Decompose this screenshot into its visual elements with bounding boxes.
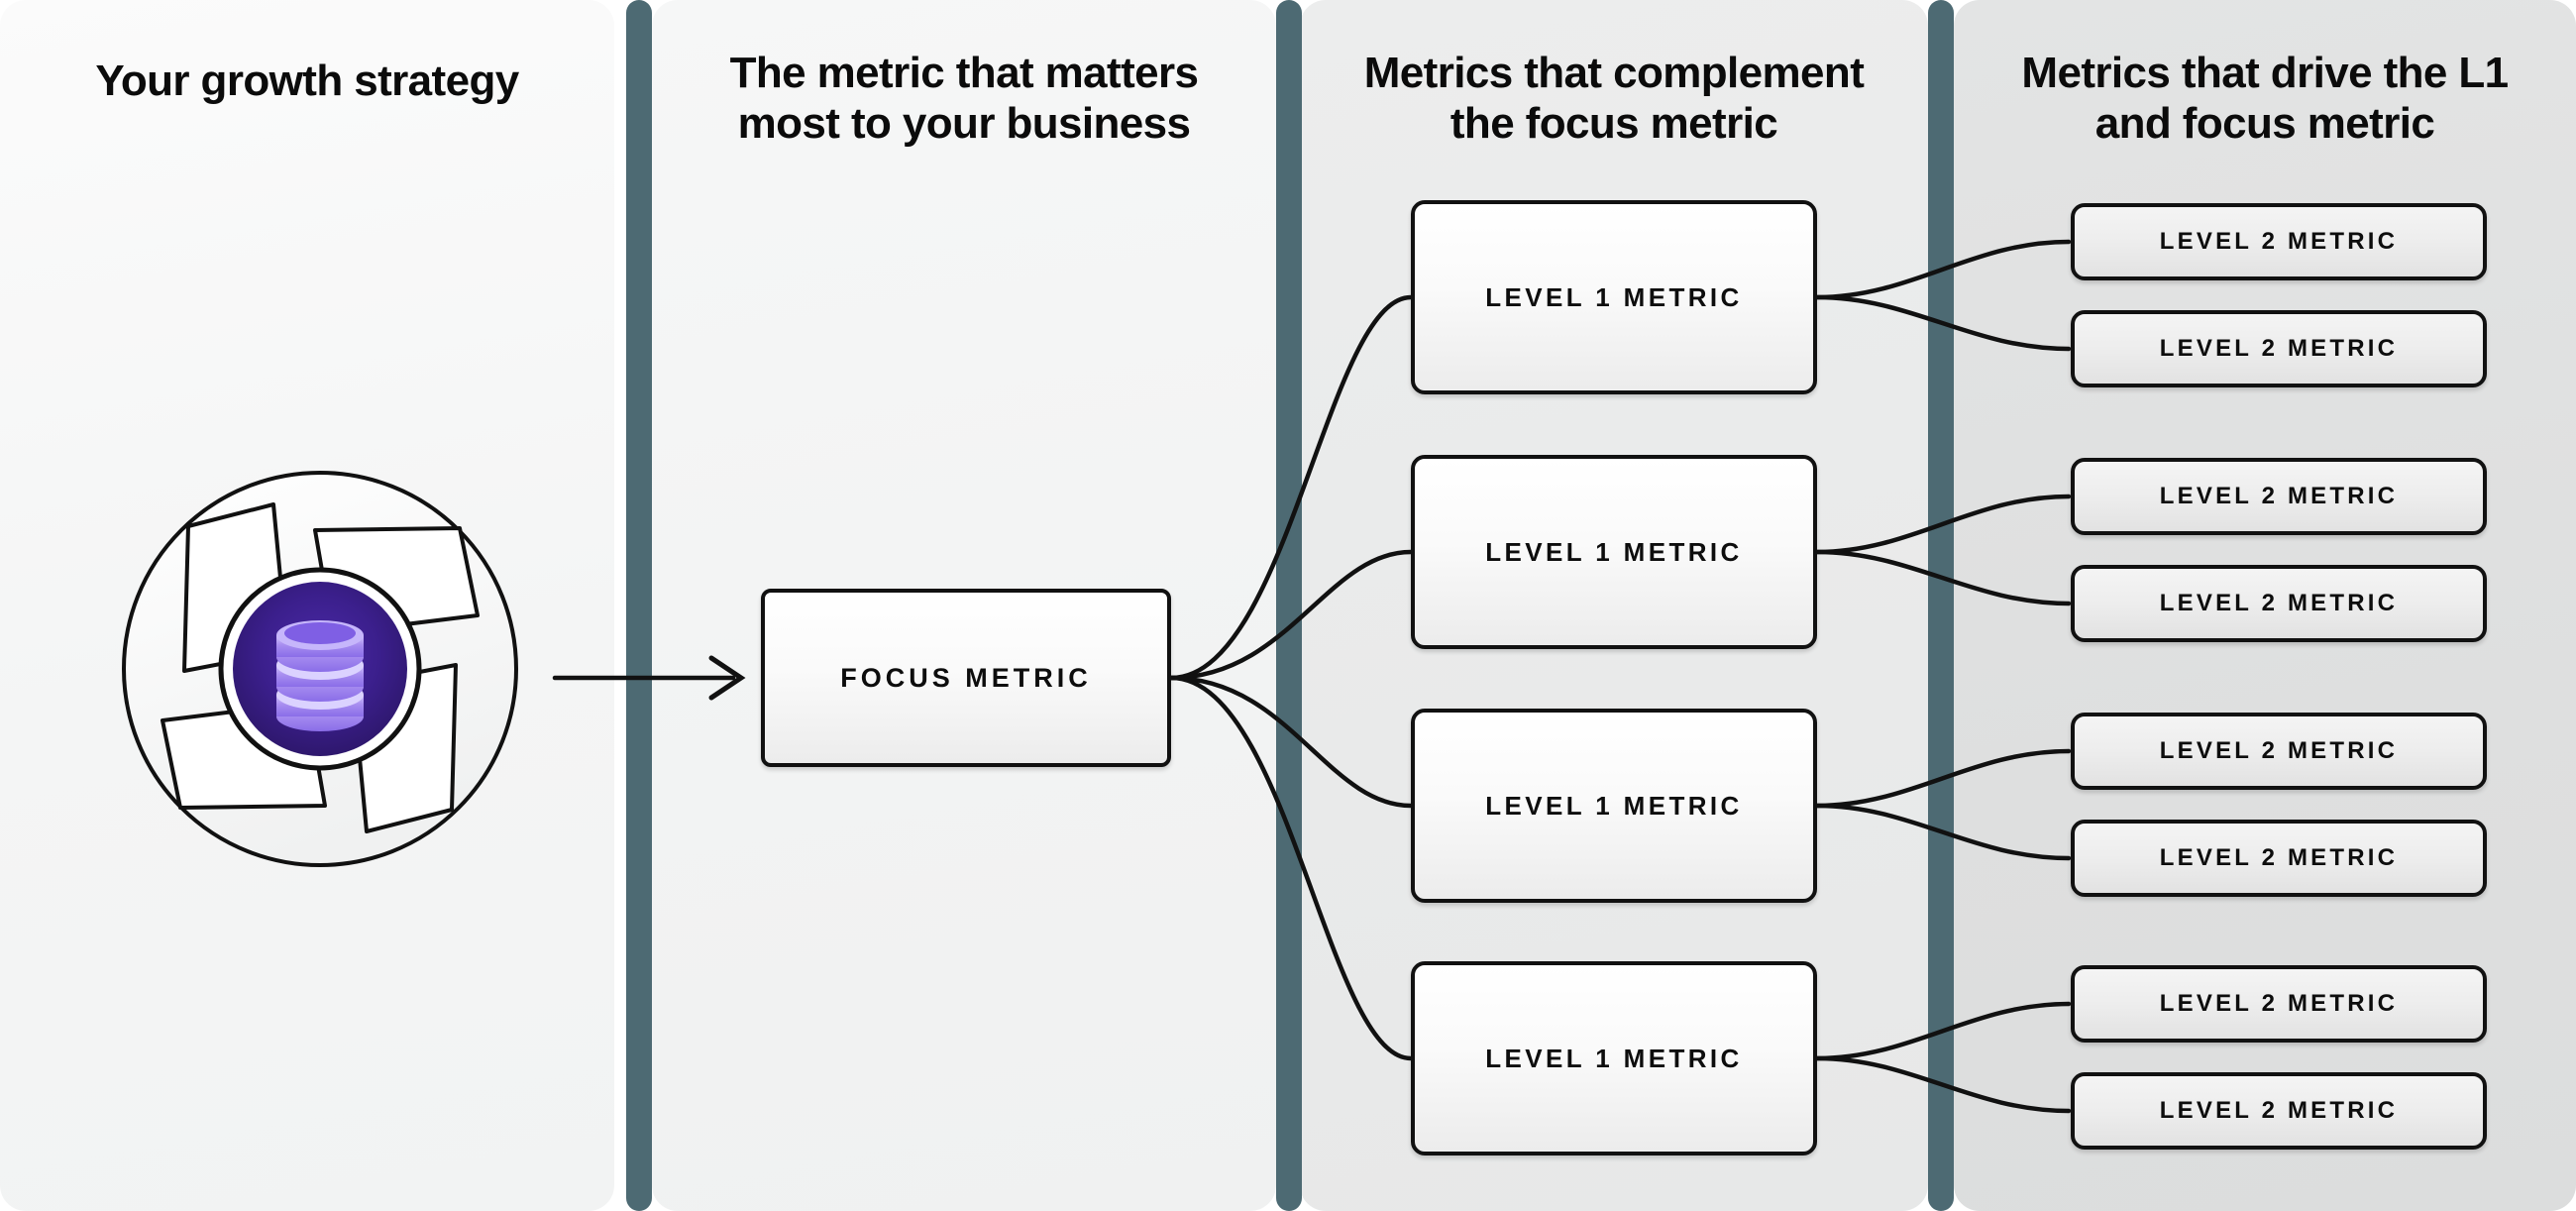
column-heading-level-1-metrics: Metrics that complement the focus metric bbox=[1363, 49, 1865, 149]
database-stack-icon bbox=[276, 620, 364, 731]
node-level-1-metric-4[interactable]: LEVEL 1 METRIC bbox=[1411, 961, 1817, 1156]
panel-divider-1 bbox=[626, 0, 652, 1211]
aperture-circle-icon bbox=[122, 471, 518, 867]
node-level-2-metric-5[interactable]: LEVEL 2 METRIC bbox=[2071, 713, 2487, 790]
column-heading-focus-metric: The metric that matters most to your bus… bbox=[729, 49, 1199, 149]
column-heading-growth-strategy: Your growth strategy bbox=[95, 56, 519, 105]
panel-divider-2 bbox=[1276, 0, 1302, 1211]
node-level-1-metric-3[interactable]: LEVEL 1 METRIC bbox=[1411, 709, 1817, 903]
panel-divider-3 bbox=[1928, 0, 1954, 1211]
node-level-2-metric-3[interactable]: LEVEL 2 METRIC bbox=[2071, 458, 2487, 535]
node-level-2-metric-4[interactable]: LEVEL 2 METRIC bbox=[2071, 565, 2487, 642]
node-level-2-metric-8[interactable]: LEVEL 2 METRIC bbox=[2071, 1072, 2487, 1150]
node-level-1-metric-2[interactable]: LEVEL 1 METRIC bbox=[1411, 455, 1817, 649]
node-level-2-metric-6[interactable]: LEVEL 2 METRIC bbox=[2071, 820, 2487, 897]
column-heading-level-2-metrics: Metrics that drive the L1 and focus metr… bbox=[2021, 49, 2509, 149]
node-level-2-metric-7[interactable]: LEVEL 2 METRIC bbox=[2071, 965, 2487, 1043]
node-level-2-metric-2[interactable]: LEVEL 2 METRIC bbox=[2071, 310, 2487, 387]
node-focus-metric[interactable]: FOCUS METRIC bbox=[761, 589, 1171, 767]
node-level-2-metric-1[interactable]: LEVEL 2 METRIC bbox=[2071, 203, 2487, 280]
node-level-1-metric-1[interactable]: LEVEL 1 METRIC bbox=[1411, 200, 1817, 394]
growth-strategy-logo bbox=[77, 421, 563, 917]
